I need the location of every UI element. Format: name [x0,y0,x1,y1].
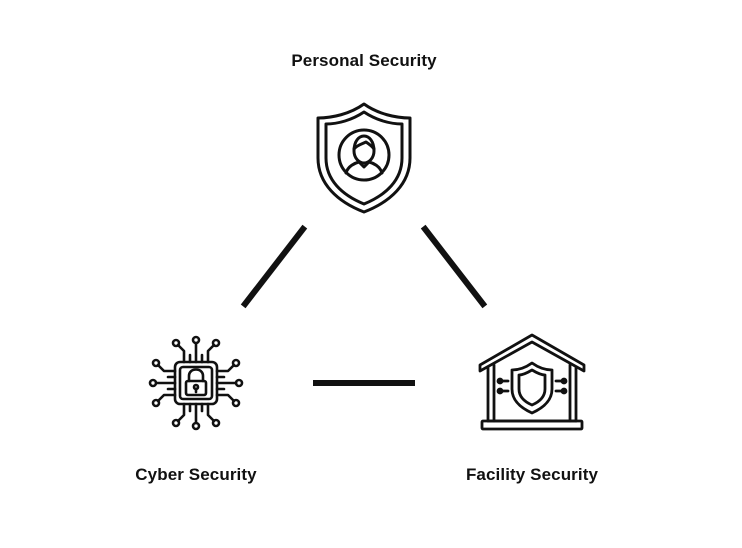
circuit-lock-icon [148,335,244,431]
house-shield-icon [478,333,586,431]
shield-person-icon [316,102,412,214]
personal-security-label: Personal Security [291,51,437,70]
connector-personal-cyber [240,224,308,309]
facility-security-label: Facility Security [465,465,599,484]
connector-personal-facility [420,224,488,309]
cyber-security-label: Cyber Security [135,465,257,484]
